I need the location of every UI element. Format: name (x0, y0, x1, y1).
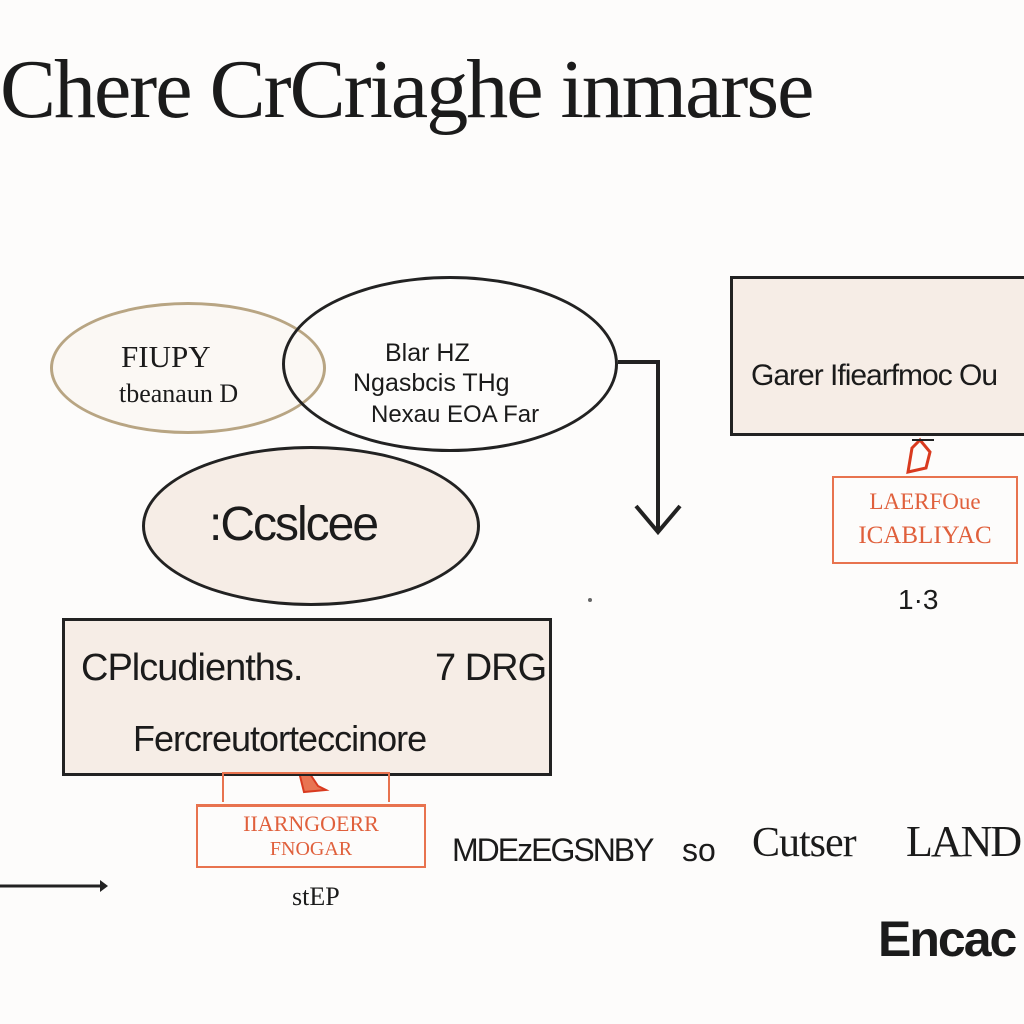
ellipse-middle-line1: Blar HZ (385, 339, 470, 367)
step-label: stEP (292, 882, 340, 911)
corner-text: Encac (878, 911, 1017, 967)
arrow-head-down (634, 504, 682, 536)
ellipse-left-line1: FIUPY (121, 339, 211, 374)
diagram-title: Chere CrCriaghe inmarse (0, 43, 814, 136)
box-right: Garer Ifiearfmoc Ou (730, 276, 1024, 436)
stamp-lower: IIARNGOERR FNOGAR (196, 804, 426, 868)
bottom-text-left: MDEzEGSNBY (452, 832, 654, 868)
dot (588, 598, 592, 602)
left-arrow-head (100, 880, 108, 892)
box-lower-line1-right: 7 DRG (435, 647, 547, 689)
bottom-text-middle: so (682, 832, 716, 868)
stamp-lower-line1: IIARNGOERR (243, 811, 379, 836)
number-right: 1·3 (898, 584, 939, 615)
box-lower: CPlcudienths. 7 DRG Fercreutorteccinore (62, 618, 552, 776)
ellipse-middle-line3: Nexau EOA Far (371, 401, 540, 428)
bottom-text-right: Cutser (752, 820, 857, 866)
stamp-lower-line2: FNOGAR (269, 838, 353, 860)
ellipse-middle: Blar HZ Ngasbcis THg Nexau EOA Far (282, 276, 618, 452)
bottom-text-far-right: LAND (906, 817, 1022, 866)
stamp-right-line2: ICABLIYAC (858, 522, 992, 549)
ellipse-left-line2: tbeanaun D (119, 379, 239, 408)
elbow-connector (618, 360, 660, 530)
stamp-right-line1: LAERFOue (869, 489, 981, 514)
ellipse-middle-line2: Ngasbcis THg (353, 369, 510, 397)
red-marker-right (906, 437, 932, 474)
box-lower-line1-left: CPlcudienths. (81, 647, 303, 689)
box-lower-line2: Fercreutorteccinore (133, 718, 427, 759)
ellipse-lower-label: :Ccslcee (209, 498, 379, 551)
ellipse-lower: :Ccslcee (142, 446, 480, 606)
ellipse-left: FIUPY tbeanaun D (50, 302, 326, 434)
stamp-lower-top-bar (222, 772, 390, 802)
stamp-right: LAERFOue ICABLIYAC (832, 476, 1018, 564)
box-right-label: Garer Ifiearfmoc Ou (751, 359, 998, 392)
